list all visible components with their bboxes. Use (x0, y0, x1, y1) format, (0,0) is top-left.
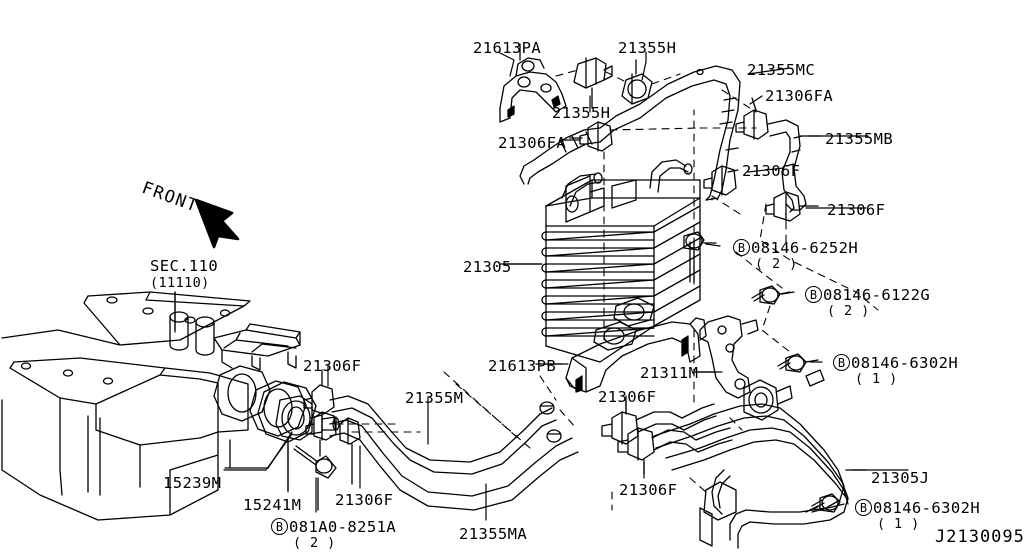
part-label-gasket: 15239M (163, 474, 222, 492)
clip-21306f-lowerleft (339, 417, 361, 485)
bolt-badge-bolt-6122g: B (805, 286, 822, 303)
part-label-bracket-upper: 21613PA (473, 39, 542, 57)
part-label-clip-f-center: 21306F (598, 388, 657, 406)
part-label-hose-mb: 21355MB (825, 130, 894, 148)
front-arrow (194, 198, 240, 249)
part-label-clip-f-far-right: 21306F (827, 201, 886, 219)
dashed-reference-lines (335, 69, 879, 511)
connector-tubes-center (635, 403, 733, 453)
engine-block (1, 291, 301, 521)
bracket-21613pa (499, 43, 567, 123)
hose-21355mb (767, 119, 821, 213)
part-label-hose-mc: 21355MC (747, 61, 816, 79)
hose-21355ma (329, 419, 579, 511)
clip-21306f-top-left (303, 369, 335, 415)
bolt-qty-bolt-6302h-lower: ( 1 ) (877, 516, 920, 532)
diagram-id-number: J2130095 (935, 527, 1024, 547)
part-label-clip-f-mid-right: 21306F (742, 162, 801, 180)
bolt-qty-bolt-6122g: ( 2 ) (827, 303, 870, 319)
bolt-6302h-upper-art (777, 353, 819, 373)
hose-21355mc-spur (519, 127, 601, 185)
cooler-mount-feet (593, 297, 655, 351)
clamp-21355h-a (573, 57, 613, 109)
clip-21306f-bottom (617, 427, 655, 475)
part-label-clamp-h-top: 21355H (618, 39, 677, 57)
section-reference-label: SEC.110 (150, 257, 219, 275)
part-label-clip-f-upper-left: 21306F (303, 357, 362, 375)
part-label-hose-ma: 21355MA (459, 525, 528, 543)
clamp-21355h-b (621, 59, 653, 105)
bolt-badge-bolt-6302h-upper: B (833, 354, 850, 371)
bracket-21613pb (535, 317, 707, 393)
bolt-qty-bolt-8251a: ( 2 ) (293, 535, 336, 551)
part-label-clip-f-bottom-mid: 21306F (619, 481, 678, 499)
tube-21305j (653, 403, 867, 549)
bolt-qty-bolt-6252h: ( 2 ) (755, 256, 798, 272)
part-label-clip-fa-upper: 21306FA (765, 87, 834, 105)
bolt-badge-bolt-6252h: B (733, 239, 750, 256)
tube-joint-right (743, 369, 825, 421)
part-label-oil-cooler: 21305 (463, 258, 512, 276)
leader-lines (174, 51, 909, 521)
part-label-oil-filter-adapter: 15241M (243, 496, 302, 514)
cooler-necks (561, 159, 693, 207)
part-label-bracket-tube: 21311M (640, 364, 699, 382)
clip-21306f-right-a (703, 165, 739, 196)
cooler-mount-bracket-upper (611, 179, 637, 209)
section-reference-sub-label: (11110) (150, 275, 210, 291)
oil-filter-adapter (257, 381, 340, 491)
hose-21355m (329, 395, 557, 475)
bolt-6252h-art (683, 231, 717, 283)
part-label-hose-m: 21355M (405, 389, 464, 407)
hose-grommet-2 (546, 429, 562, 443)
bolt-number-bolt-6302h-lower: 08146-6302H (873, 499, 981, 517)
bolt-qty-bolt-6302h-upper: ( 1 ) (855, 371, 898, 387)
part-label-clip-f-lower-left: 21306F (335, 491, 394, 509)
clip-21306f-right-b (765, 191, 819, 222)
clip-21306f-upperleft (305, 411, 337, 457)
bolt-number-bolt-6252h: 08146-6252H (751, 239, 859, 257)
bolt-number-bolt-6302h-upper: 08146-6302H (851, 354, 959, 372)
clip-21306f-center (601, 399, 639, 445)
bolt-badge-bolt-6302h-lower: B (855, 499, 872, 516)
part-label-clip-fa-left: 21306FA (498, 134, 567, 152)
part-label-bracket-lower: 21613PB (488, 357, 557, 375)
bolt-number-bolt-6122g: 08146-6122G (823, 286, 931, 304)
bolt-badge-bolt-8251a: B (271, 518, 288, 535)
bolt-6122g-art (751, 285, 791, 305)
bolt-number-bolt-8251a: 081A0-8251A (289, 518, 397, 536)
clip-21306fa-left (569, 121, 613, 152)
bolt-8251a-art (293, 445, 337, 511)
part-label-tube-j: 21305J (871, 469, 930, 487)
part-label-clamp-h-lower: 21355H (552, 104, 611, 122)
hose-grommet-1 (539, 401, 555, 415)
clip-21306fa-right (735, 97, 769, 140)
